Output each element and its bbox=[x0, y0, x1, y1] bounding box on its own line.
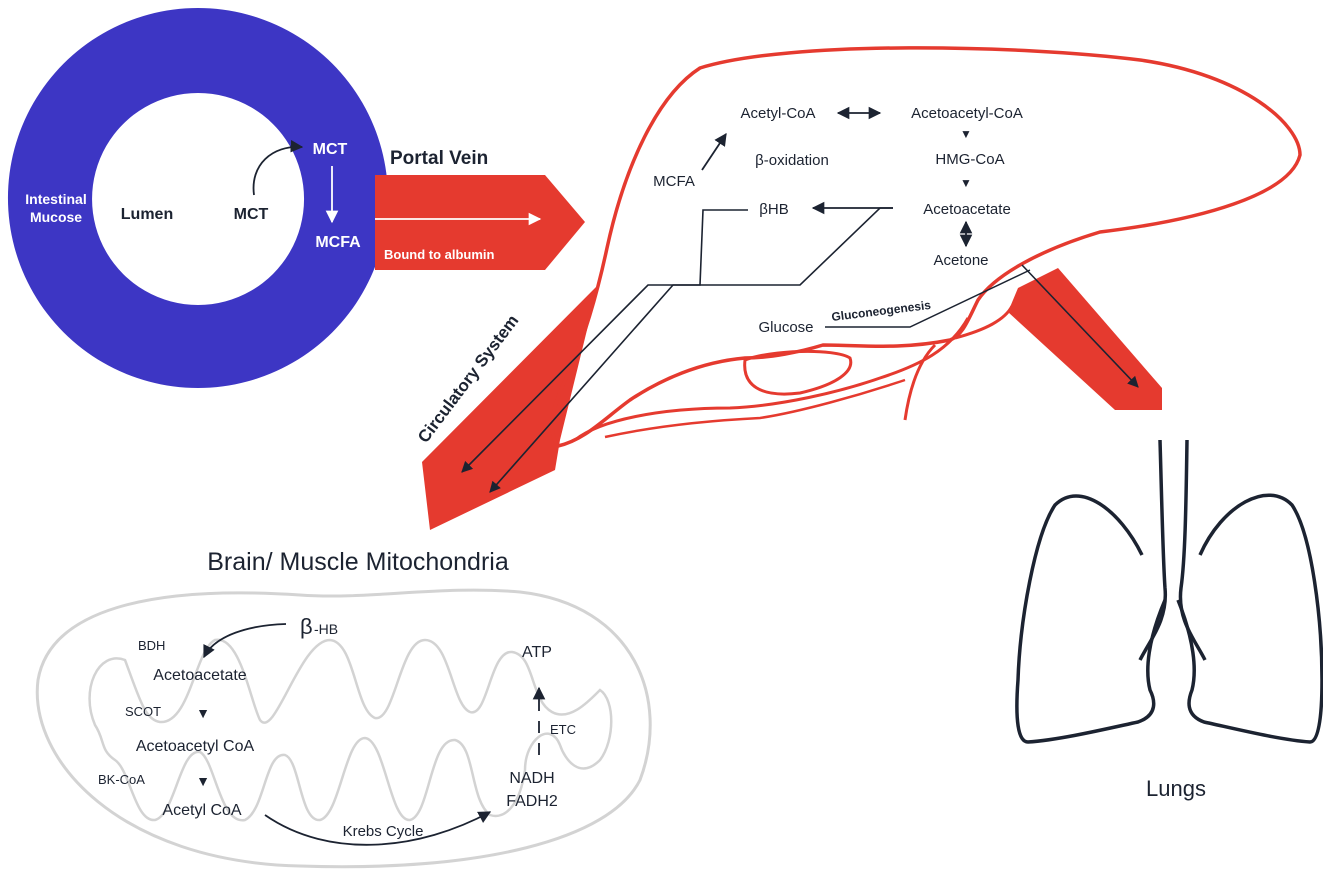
lung-vessel-shape bbox=[1008, 268, 1162, 410]
mito-arrow-down-2: ▼ bbox=[196, 773, 210, 789]
beta-hb-suffix: -HB bbox=[314, 621, 338, 637]
portal-vein-group: Portal Vein Bound to albumin bbox=[375, 148, 585, 270]
lungs-label: Lungs bbox=[1146, 776, 1206, 801]
acetoacetyl-coa-label: Acetoacetyl-CoA bbox=[911, 105, 1023, 122]
mito-acetoacetate-label: Acetoacetate bbox=[153, 667, 247, 684]
mucose-label-line1: Intestinal bbox=[25, 191, 86, 207]
arrow-down-2: ▼ bbox=[960, 176, 972, 190]
lungs-illustration bbox=[1017, 440, 1322, 742]
beta-hb-symbol: β bbox=[300, 614, 313, 639]
bk-coa-label: BK-CoA bbox=[98, 772, 145, 787]
mito-acetyl-coa-label: Acetyl CoA bbox=[162, 802, 241, 819]
left-lung-icon bbox=[1017, 496, 1165, 742]
mito-title: Brain/ Muscle Mitochondria bbox=[207, 548, 509, 576]
glucose-label: Glucose bbox=[758, 319, 813, 336]
arrow-down-1: ▼ bbox=[960, 127, 972, 141]
mito-arrow-down-1: ▼ bbox=[196, 705, 210, 721]
mcfa-intestine-label: MCFA bbox=[315, 234, 361, 251]
liver-vessel-lower bbox=[575, 318, 968, 440]
scot-label: SCOT bbox=[125, 704, 161, 719]
krebs-cycle-label: Krebs Cycle bbox=[343, 823, 424, 840]
atp-label: ATP bbox=[522, 644, 552, 661]
mcfa-liver-label: MCFA bbox=[653, 173, 695, 190]
mucose-label-line2: Mucose bbox=[30, 209, 82, 225]
mct-outer-label: MCT bbox=[313, 141, 348, 158]
trachea-icon bbox=[1140, 440, 1205, 660]
mito-pathway: β -HB BDH Acetoacetate SCOT ▼ Acetoacety… bbox=[98, 614, 576, 845]
acetyl-coa-label: Acetyl-CoA bbox=[740, 105, 815, 122]
intestine-group: Intestinal Mucose Lumen MCT MCT MCFA bbox=[8, 8, 388, 388]
bhb-liver-label: βHB bbox=[759, 201, 788, 218]
beta-oxidation-label: β-oxidation bbox=[755, 152, 829, 169]
fadh2-label: FADH2 bbox=[506, 793, 558, 810]
hmg-coa-label: HMG-CoA bbox=[935, 151, 1004, 168]
gluconeogenesis-label: Gluconeogenesis bbox=[831, 298, 932, 324]
nadh-label: NADH bbox=[509, 770, 554, 787]
mct-inner-label: MCT bbox=[234, 206, 269, 223]
liver-vessel-branch-c bbox=[955, 306, 1012, 338]
mcfa-to-acetylcoa-arrow bbox=[702, 134, 726, 170]
acetoacetate-label: Acetoacetate bbox=[923, 201, 1011, 218]
right-lung-icon bbox=[1178, 495, 1322, 742]
albumin-label: Bound to albumin bbox=[384, 247, 495, 262]
portal-vein-title: Portal Vein bbox=[390, 148, 488, 169]
etc-label: ETC bbox=[550, 722, 576, 737]
bdh-label: BDH bbox=[138, 638, 165, 653]
acetone-label: Acetone bbox=[933, 252, 988, 269]
lumen-label: Lumen bbox=[121, 206, 173, 223]
mito-acetoacetyl-coa-label: Acetoacetyl CoA bbox=[136, 738, 255, 755]
